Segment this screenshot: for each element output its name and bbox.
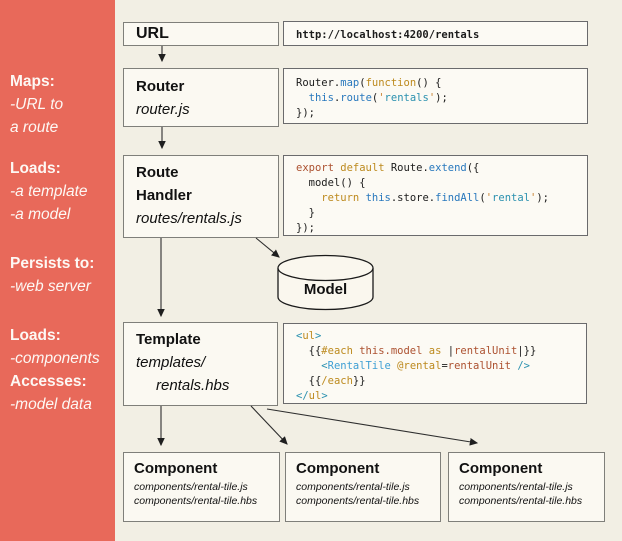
component-title: Component xyxy=(296,460,380,477)
code-line: export default Route.extend({ xyxy=(296,162,480,174)
code-line: model() { xyxy=(296,177,366,189)
component-node-1: Component components/rental-tile.js comp… xyxy=(123,452,280,522)
code-line: } xyxy=(296,207,315,219)
code-line: http://localhost:4200/rentals xyxy=(296,29,480,41)
note-heading: Loads: xyxy=(10,160,61,177)
template-node-file-line2: rentals.hbs xyxy=(156,377,230,394)
component-title: Component xyxy=(134,460,218,477)
component-file-js: components/rental-tile.js xyxy=(459,481,573,493)
sidebar-note-persists: Persists to: -web server xyxy=(10,252,94,298)
note-line: -URL to xyxy=(10,96,64,113)
code-line: Router.map(function() { xyxy=(296,77,442,89)
route-handler-title-line1: Route xyxy=(136,164,179,181)
url-node: URL xyxy=(123,22,279,46)
code-line: </ul> xyxy=(296,390,328,402)
route-handler-file: routes/rentals.js xyxy=(136,210,242,227)
note-line: -web server xyxy=(10,278,91,295)
router-node-title: Router xyxy=(136,78,185,95)
note-line: -components xyxy=(10,350,100,367)
sidebar-note-maps: Maps: -URL to a route xyxy=(10,70,63,139)
arrow-template-to-component-2 xyxy=(250,405,288,445)
note-line: -a model xyxy=(10,206,71,223)
arrow-template-to-component-3 xyxy=(266,408,479,446)
template-code-snippet: <ul> {{#each this.model as |rentalUnit|}… xyxy=(283,323,587,404)
code-line: return this.store.findAll('rental'); xyxy=(321,192,549,204)
code-line: }); xyxy=(296,107,315,119)
code-line: this.route('rentals'); xyxy=(308,92,448,104)
template-node: Template templates/ rentals.hbs xyxy=(123,322,278,406)
route-handler-node: Route Handler routes/rentals.js xyxy=(123,155,279,238)
component-file-hbs: components/rental-tile.hbs xyxy=(296,495,420,507)
router-node: Router router.js xyxy=(123,68,279,127)
component-file-js: components/rental-tile.js xyxy=(134,481,248,493)
sidebar-note-loads-accesses: Loads: -components Accesses: -model data xyxy=(10,324,100,416)
note-line: -model data xyxy=(10,396,92,413)
template-node-file-line1: templates/ xyxy=(136,354,206,371)
note-heading: Accesses: xyxy=(10,373,87,390)
note-heading: Loads: xyxy=(10,327,61,344)
router-code-snippet: Router.map(function() { this.route('rent… xyxy=(283,68,588,124)
note-heading: Maps: xyxy=(10,73,55,90)
model-node-label: Model xyxy=(303,281,348,298)
router-node-file: router.js xyxy=(136,101,190,118)
note-heading: Persists to: xyxy=(10,255,95,272)
sidebar: Maps: -URL to a route Loads: -a template… xyxy=(0,0,115,541)
component-node-2: Component components/rental-tile.js comp… xyxy=(285,452,441,522)
url-code-snippet: http://localhost:4200/rentals xyxy=(283,21,588,46)
component-title: Component xyxy=(459,460,543,477)
route-handler-code-snippet: export default Route.extend({ model() { … xyxy=(283,155,588,236)
component-node-3: Component components/rental-tile.js comp… xyxy=(448,452,605,522)
note-line: a route xyxy=(10,119,59,136)
template-node-title: Template xyxy=(136,331,201,348)
arrow-route-handler-to-model xyxy=(255,237,280,258)
code-line: <RentalTile @rental=rentalUnit /> xyxy=(321,360,530,372)
url-node-title: URL xyxy=(136,25,169,42)
code-line: {{/each}} xyxy=(296,375,366,387)
route-handler-title-line2: Handler xyxy=(136,187,192,204)
component-file-js: components/rental-tile.js xyxy=(296,481,410,493)
sidebar-note-loads: Loads: -a template -a model xyxy=(10,157,88,226)
component-file-hbs: components/rental-tile.hbs xyxy=(459,495,583,507)
note-line: -a template xyxy=(10,183,88,200)
code-line: {{#each this.model as |rentalUnit|}} xyxy=(296,345,537,357)
component-file-hbs: components/rental-tile.hbs xyxy=(134,495,258,507)
code-line: <ul> xyxy=(296,330,322,342)
code-line: }); xyxy=(296,222,315,234)
